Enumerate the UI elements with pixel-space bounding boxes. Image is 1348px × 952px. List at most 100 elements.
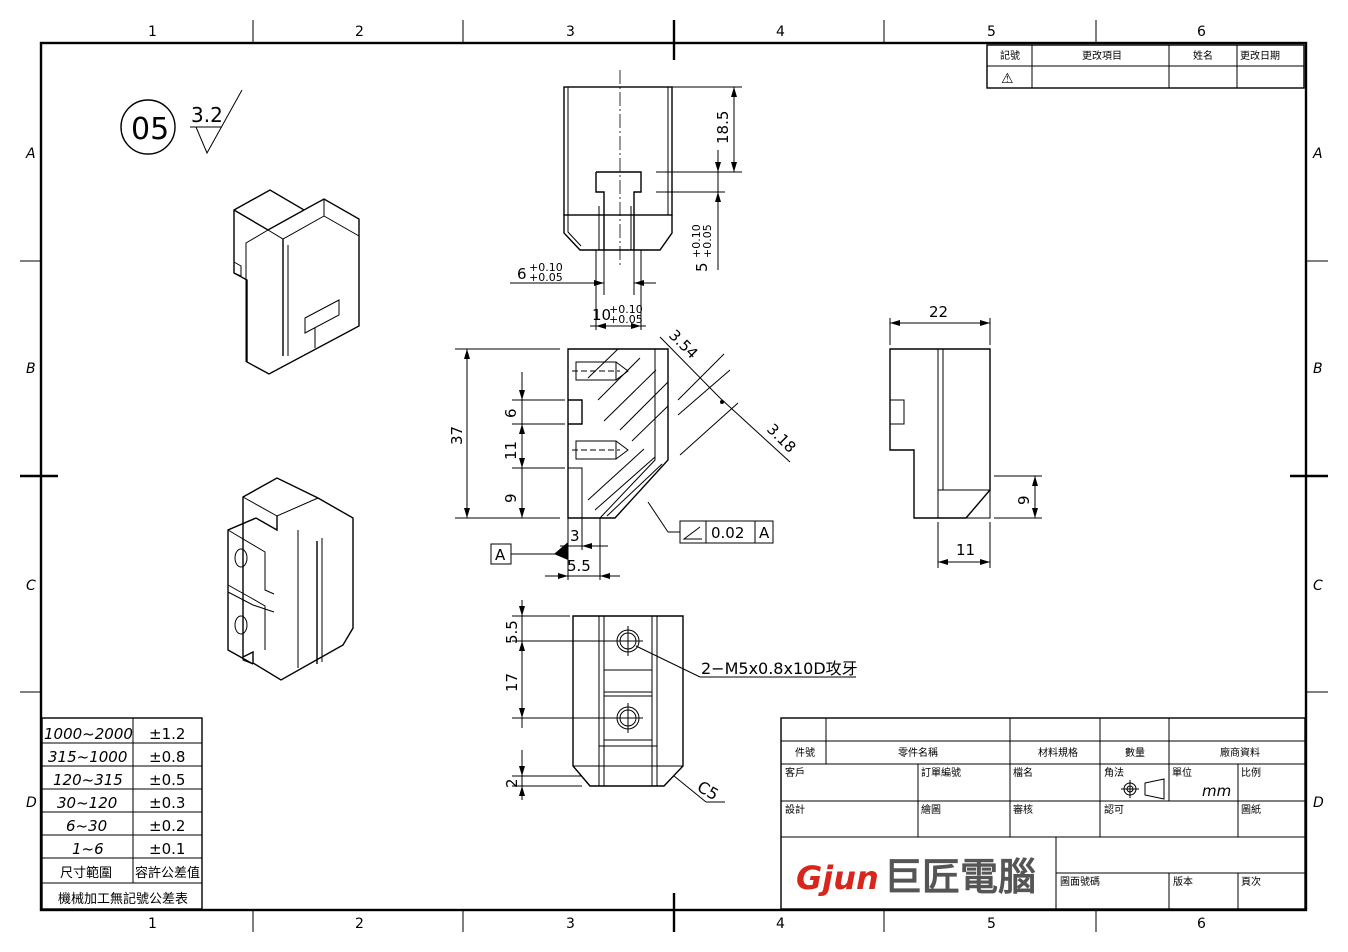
- dim-slot-depth: 5: [693, 262, 711, 272]
- row-label: B: [26, 361, 36, 377]
- dim-w3: 3: [570, 527, 580, 545]
- tb-header-item: 件號: [795, 746, 815, 759]
- row-label: C: [26, 578, 36, 594]
- projection-symbol-icon: [1121, 778, 1165, 800]
- tb-header-vendor: 廠商資料: [1220, 746, 1260, 759]
- company-logo: Gjun 巨匠電腦: [796, 855, 1036, 899]
- col-label: 6: [1197, 916, 1206, 932]
- col-label: 1: [148, 916, 157, 932]
- tb-order-no: 訂單編號: [921, 766, 961, 779]
- col-label: 1: [148, 24, 157, 40]
- tb-drawing-no: 圖面號碼: [1060, 875, 1100, 888]
- tol-caption: 機械加工無記號公差表: [58, 891, 188, 907]
- tol-header-range: 尺寸範圍: [60, 866, 112, 881]
- logo-cjk: 巨匠電腦: [884, 855, 1036, 899]
- dim-bottom-17: 17: [503, 673, 521, 692]
- logo-latin: Gjun: [796, 859, 879, 897]
- surface-finish-symbol: 3.2: [190, 89, 243, 155]
- col-label: 4: [776, 916, 785, 932]
- part-number: 05: [131, 112, 169, 147]
- top-view: 18.5 5 +0.10 +0.05 6 +0.10 +0.05 10 +0.1…: [510, 70, 742, 330]
- tb-design: 設計: [785, 803, 805, 816]
- tol-range: 6~30: [66, 817, 107, 835]
- tolerance-table: 1000~2000 ±1.2 315~1000 ±0.8 120~315 ±0.…: [41, 717, 203, 910]
- surface-finish-value: 3.2: [191, 103, 223, 127]
- col-label: 6: [1197, 24, 1206, 40]
- col-label: 5: [987, 24, 996, 40]
- tb-approve: 認可: [1104, 803, 1124, 816]
- tb-customer: 客戶: [785, 766, 805, 779]
- dim-bottom-2: 2: [503, 778, 521, 788]
- tb-paper: 圖紙: [1241, 803, 1261, 816]
- tb-review: 審核: [1013, 803, 1033, 816]
- part-number-balloon: 05: [120, 99, 176, 155]
- dim-slot-width: 6: [517, 265, 527, 283]
- dim-chamfer-b: 3.18: [763, 420, 799, 456]
- isometric-view-top: [233, 189, 360, 375]
- revision-table: 記號 更改項目 姓名 更改日期 ⚠: [986, 44, 1305, 89]
- dim-h11: 11: [502, 441, 520, 460]
- revision-header: 更改日期: [1240, 49, 1280, 62]
- tb-unit-label: 單位: [1172, 766, 1192, 779]
- tol-range: 1000~2000: [44, 725, 133, 743]
- dim-side-width: 22: [929, 303, 948, 321]
- section-view: 37 6 11 9 3.54 3.18 3 5.5 A: [448, 326, 800, 580]
- dim-slot-depth-tol-dn: +0.05: [701, 224, 714, 258]
- tol-value: ±1.2: [149, 725, 185, 743]
- row-label: D: [1313, 795, 1324, 811]
- tol-value: ±0.5: [149, 771, 185, 789]
- tb-header-material: 材料規格: [1038, 746, 1078, 759]
- dim-slot-depth-tol-up: +0.10: [690, 224, 703, 258]
- tol-range: 1~6: [72, 840, 104, 858]
- col-label: 5: [987, 916, 996, 932]
- tb-version: 版本: [1173, 875, 1193, 888]
- title-block: 件號 零件名稱 材料規格 數量 廠商資料 客戶 訂單編號 檔名 角法 單位 mm…: [780, 717, 1306, 910]
- drawing-frame: 1 2 3 4 5 6 1 2 3 4 5 6 A B C D A B C D: [20, 20, 1328, 932]
- row-label: A: [25, 146, 36, 162]
- angularity-value: 0.02: [711, 524, 744, 542]
- warning-triangle-icon: ⚠: [1001, 71, 1014, 87]
- tol-range: 120~315: [53, 771, 123, 789]
- col-label: 3: [566, 24, 575, 40]
- tb-projection: 角法: [1104, 766, 1124, 779]
- col-label: 2: [355, 916, 364, 932]
- dim-total-height: 37: [448, 426, 466, 445]
- dim-h6: 6: [502, 408, 520, 418]
- dim-side-h9: 9: [1015, 495, 1033, 505]
- dim-slot-width2: 10: [592, 306, 611, 324]
- tol-value: ±0.3: [149, 794, 185, 812]
- chamfer-c5-label: C5: [694, 777, 722, 804]
- tb-header-name: 零件名稱: [898, 746, 938, 759]
- tol-value: ±0.2: [149, 817, 185, 835]
- revision-header: 更改項目: [1082, 49, 1122, 62]
- dim-w5-5: 5.5: [567, 557, 591, 575]
- tol-range: 30~120: [57, 794, 117, 812]
- dim-slot-width-tol-up: +0.10: [529, 261, 563, 274]
- dim-top-height: 18.5: [714, 111, 732, 144]
- dim-chamfer-a: 3.54: [665, 326, 701, 362]
- thread-callout: 2−M5x0.8x10D攻牙: [701, 659, 858, 678]
- revision-header: 記號: [1000, 49, 1020, 62]
- datum-label: A: [495, 546, 506, 564]
- tol-value: ±0.8: [149, 748, 185, 766]
- row-label: C: [1313, 578, 1323, 594]
- row-label: B: [1313, 361, 1323, 377]
- tb-header-qty: 數量: [1125, 746, 1145, 759]
- dim-bottom-5-5: 5.5: [503, 620, 521, 644]
- dim-slot-width2-tol-dn: +0.05: [609, 313, 643, 326]
- row-label: D: [26, 795, 37, 811]
- tb-scale: 比例: [1241, 766, 1261, 779]
- side-view: 22 9 11: [889, 303, 1042, 568]
- tol-header-value: 容許公差值: [135, 865, 200, 881]
- dim-side-w11: 11: [956, 541, 975, 559]
- tol-value: ±0.1: [149, 840, 185, 858]
- dim-slot-width-tol-dn: +0.05: [529, 271, 563, 284]
- tol-range: 315~1000: [48, 748, 127, 766]
- dim-h9: 9: [502, 493, 520, 503]
- dim-slot-width2-tol-up: +0.10: [609, 303, 643, 316]
- row-label: A: [1312, 146, 1323, 162]
- col-label: 3: [566, 916, 575, 932]
- revision-header: 姓名: [1193, 49, 1213, 62]
- col-label: 2: [355, 24, 364, 40]
